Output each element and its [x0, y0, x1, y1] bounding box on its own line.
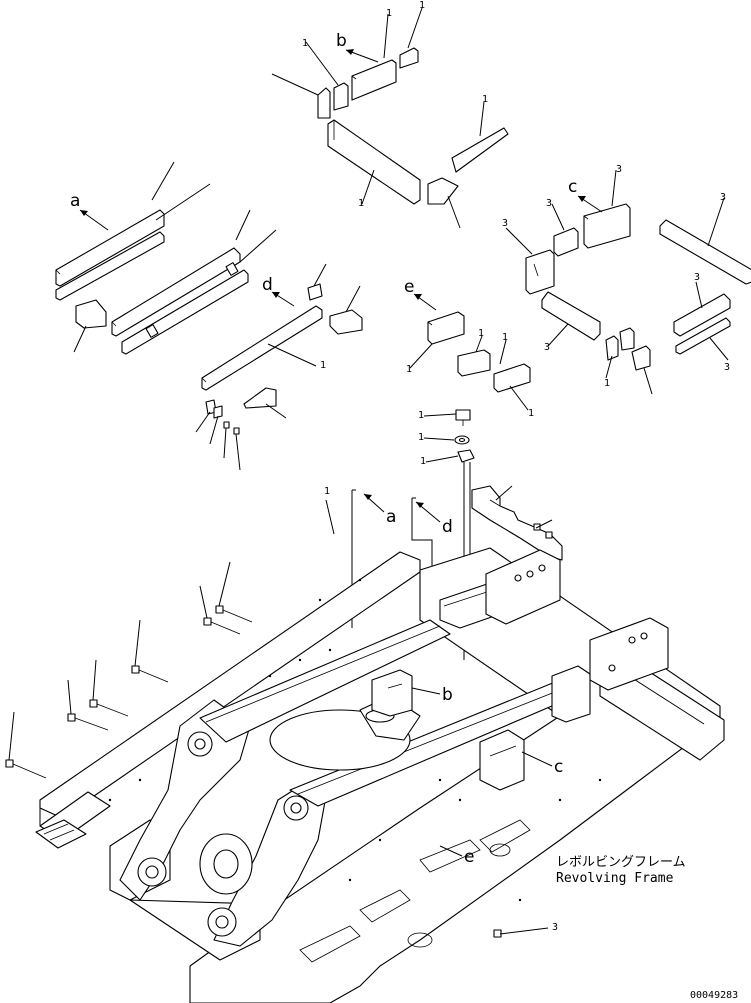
- part-group-mid-right: [471, 485, 563, 561]
- svg-text:1: 1: [358, 198, 364, 209]
- callout-e-top: e: [404, 277, 414, 297]
- svg-text:3: 3: [552, 922, 558, 933]
- svg-text:1: 1: [478, 328, 484, 339]
- callout-d-mid: d: [442, 517, 453, 537]
- svg-text:1: 1: [320, 360, 326, 371]
- part-group-e-blocks: 1 1 1 1: [406, 311, 534, 419]
- callout-a-top: a: [70, 191, 80, 211]
- part-group-b-top: 1 1 1 1 1: [271, 0, 509, 229]
- drawing-number: 00049283: [690, 990, 738, 1001]
- caption-english: Revolving Frame: [556, 871, 674, 886]
- svg-text:1: 1: [418, 410, 424, 421]
- part-group-a-beams: [55, 161, 277, 355]
- callout-d-top: d: [262, 275, 273, 295]
- callout-c-low: c: [554, 757, 563, 777]
- svg-text:3: 3: [616, 164, 622, 175]
- svg-text:1: 1: [604, 378, 610, 389]
- svg-text:1: 1: [482, 94, 488, 105]
- svg-text:3: 3: [720, 192, 726, 203]
- callout-a-mid: a: [386, 507, 396, 527]
- svg-text:1: 1: [386, 8, 392, 19]
- part-group-c-top: 3 3 3 3 3 1 3 3: [502, 164, 751, 395]
- frame-bolt-bottom: 3: [493, 922, 558, 938]
- callout-b-low: b: [442, 685, 453, 705]
- svg-text:3: 3: [544, 342, 550, 353]
- svg-text:3: 3: [502, 218, 508, 229]
- svg-text:1: 1: [406, 364, 412, 375]
- revolving-frame: [35, 547, 725, 1003]
- callout-c-top: c: [568, 177, 577, 197]
- part-group-d-beam: 1: [195, 263, 363, 471]
- callout-e-low: e: [464, 847, 474, 867]
- frame-bolts-left: [5, 561, 253, 779]
- svg-text:1: 1: [420, 456, 426, 467]
- svg-text:1: 1: [502, 332, 508, 343]
- caption-japanese: レボルビングフレーム: [556, 855, 686, 870]
- callout-b-top: b: [336, 31, 347, 51]
- svg-text:1: 1: [324, 486, 330, 497]
- svg-text:3: 3: [694, 272, 700, 283]
- svg-text:1: 1: [419, 0, 425, 11]
- svg-text:1: 1: [528, 408, 534, 419]
- svg-text:1: 1: [302, 38, 308, 49]
- svg-text:3: 3: [724, 362, 730, 373]
- svg-text:1: 1: [418, 432, 424, 443]
- svg-text:3: 3: [546, 198, 552, 209]
